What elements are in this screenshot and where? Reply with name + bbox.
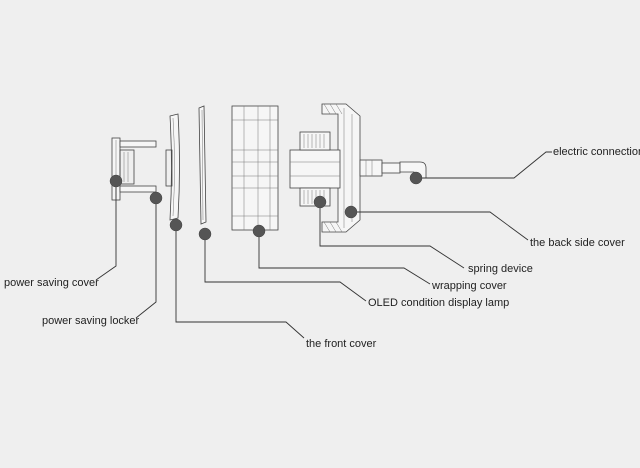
label-front-cover: the front cover: [306, 338, 377, 350]
marker-back-side-cover: [344, 205, 358, 219]
label-oled-lamp: OLED condition display lamp: [368, 297, 509, 309]
label-power-saving-cover: power saving cover: [4, 277, 99, 289]
marker-oled-lamp: [198, 227, 212, 241]
label-spring-device: spring device: [468, 263, 533, 275]
leader-lines: [95, 151, 552, 339]
marker-wrapping-cover: [252, 224, 266, 238]
label-back-side-cover: the back side cover: [530, 237, 625, 249]
marker-dots: [109, 171, 423, 241]
front-cover-part: [165, 113, 180, 221]
marker-electric-connection: [409, 171, 423, 185]
power-saving-cover-part: [111, 137, 157, 201]
label-wrapping-cover: wrapping cover: [431, 280, 507, 292]
label-power-saving-locker: power saving locker: [42, 315, 140, 327]
wrapping-cover-part: [231, 105, 279, 231]
oled-lamp-part: [198, 105, 207, 225]
label-electric-connection: electric connection: [553, 146, 640, 158]
back-assembly-part: [289, 103, 427, 233]
marker-spring-device: [313, 195, 327, 209]
marker-power-saving-locker: [149, 191, 163, 205]
marker-front-cover: [169, 218, 183, 232]
marker-power-saving-cover: [109, 174, 123, 188]
